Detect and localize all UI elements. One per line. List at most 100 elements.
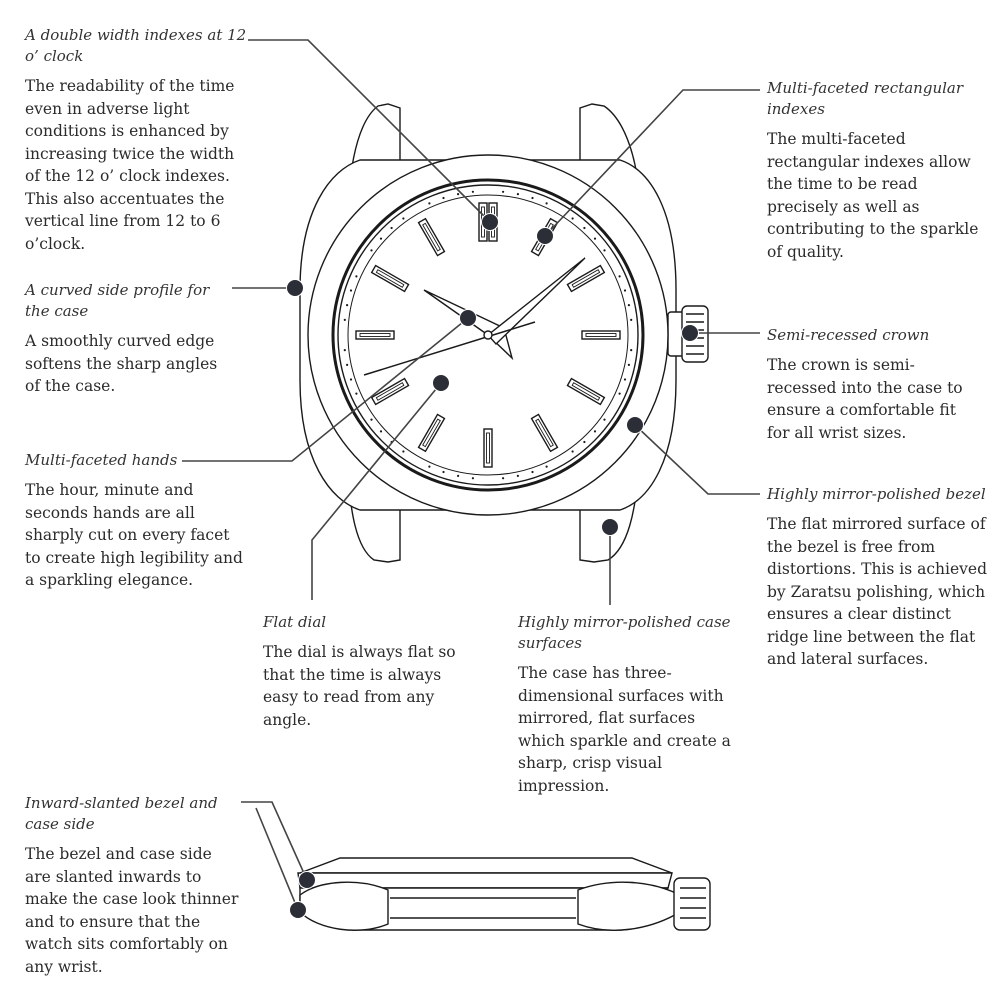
callout-title: Highly mirror-polished bezel (767, 485, 986, 503)
minute-tick (593, 430, 597, 433)
marker-slanted-bezel (298, 871, 316, 889)
minute-tick (593, 237, 597, 240)
minute-tick (502, 477, 505, 480)
minute-tick (618, 392, 621, 395)
minute-tick (623, 378, 627, 381)
callout-crown: Semi-recessed crown The crown is semi-re… (767, 325, 982, 444)
hour-index (581, 330, 621, 340)
minute-tick (355, 392, 358, 395)
callout-hands: Multi-faceted hands The hour, minute and… (25, 450, 247, 592)
callout-title: Multi-faceted hands (25, 451, 178, 469)
minute-tick (390, 226, 393, 230)
watch-hands (363, 257, 586, 376)
leader-lines (182, 39, 760, 911)
callout-slanted: Inward-slanted bezel and case side The b… (25, 793, 241, 978)
dial-inner-ring (347, 194, 629, 476)
minute-tick (531, 196, 534, 200)
minute-tick (457, 474, 460, 477)
minute-tick (627, 304, 631, 307)
side-crown (673, 877, 711, 931)
minute-tick (627, 363, 631, 366)
minute-tick (471, 190, 474, 193)
callout-title: Flat dial (263, 613, 327, 631)
side-crystal (299, 857, 673, 874)
minute-tick (583, 226, 586, 230)
marker-hands (459, 309, 477, 327)
minute-tick (370, 418, 373, 421)
minute-track (343, 190, 633, 480)
marker-crown (681, 324, 699, 342)
marker-bezel (626, 416, 644, 434)
minute-tick (402, 450, 405, 453)
minute-tick (379, 430, 383, 433)
minute-tick (370, 249, 373, 252)
minute-tick (603, 249, 606, 252)
minute-tick (583, 440, 586, 444)
minute-tick (428, 202, 431, 205)
minute-tick (516, 474, 520, 477)
callout-curved-side: A curved side profile for the case A smo… (25, 280, 230, 398)
callout-title: Highly mirror-polished case surfaces (518, 613, 731, 652)
callout-flat-dial: Flat dial The dial is always flat so tha… (263, 612, 481, 731)
hour-index (530, 413, 559, 453)
minute-tick (571, 450, 574, 453)
minute-tick (545, 202, 548, 205)
marker-double-width (481, 213, 499, 231)
marker-case-surfaces (601, 518, 619, 536)
minute-tick (428, 465, 431, 468)
side-right-lug (577, 881, 681, 931)
callout-bezel: Highly mirror-polished bezel The flat mi… (767, 484, 989, 671)
callout-body: The case has three-dimensional surfaces … (518, 664, 731, 795)
minute-tick (502, 190, 505, 193)
watch-side-view (297, 857, 711, 931)
hour-index (417, 217, 446, 257)
minute-tick (402, 217, 405, 220)
leader-slanted-1 (241, 801, 308, 881)
minute-tick (343, 318, 346, 321)
callout-body: The flat mirrored surface of the bezel i… (767, 515, 987, 668)
hour-index (370, 264, 410, 293)
callout-title: A double width indexes at 12 o’ clock (25, 26, 247, 65)
minute-tick (355, 275, 358, 278)
minute-tick (630, 349, 633, 352)
minute-tick (545, 465, 548, 468)
leader-hands (182, 317, 469, 462)
hour-index (417, 413, 446, 453)
minute-tick (349, 378, 353, 381)
callout-body: The multi-faceted rectangular indexes al… (767, 130, 979, 261)
hour-index (566, 377, 606, 406)
minute-tick (630, 318, 633, 321)
hour-index (355, 330, 395, 340)
hour-index (483, 428, 493, 468)
minute-hand (486, 257, 586, 346)
side-left-lug (299, 881, 389, 931)
callout-body: A smoothly curved edge softens the sharp… (25, 332, 218, 395)
minute-tick (471, 477, 474, 480)
marker-slanted-case (289, 901, 307, 919)
minute-tick (571, 217, 574, 220)
leader-bezel (634, 424, 760, 495)
callout-body: The hour, minute and seconds hands are a… (25, 481, 243, 589)
hour-index (370, 377, 410, 406)
marker-curved-side (286, 279, 304, 297)
leader-double-width (248, 39, 491, 223)
callout-title: Multi-faceted rectangular indexes (767, 79, 964, 118)
callout-body: The bezel and case side are slanted inwa… (25, 845, 239, 976)
callout-body: The readability of the time even in adve… (25, 77, 235, 253)
marker-flat-dial (432, 374, 450, 392)
callout-double-width: A double width indexes at 12 o’ clock Th… (25, 25, 247, 255)
marker-rect-indexes (536, 227, 554, 245)
callout-rect-indexes: Multi-faceted rectangular indexes The mu… (767, 78, 979, 263)
minute-tick (346, 304, 349, 307)
minute-tick (618, 275, 621, 278)
minute-tick (349, 289, 353, 292)
minute-tick (457, 193, 460, 196)
leader-flat-dial (311, 382, 442, 600)
leader-slanted-2 (255, 807, 299, 911)
minute-tick (379, 237, 383, 240)
leader-rect-indexes (544, 89, 760, 237)
minute-tick (442, 470, 445, 474)
bezel-ridge (331, 178, 645, 492)
minute-tick (343, 349, 346, 352)
